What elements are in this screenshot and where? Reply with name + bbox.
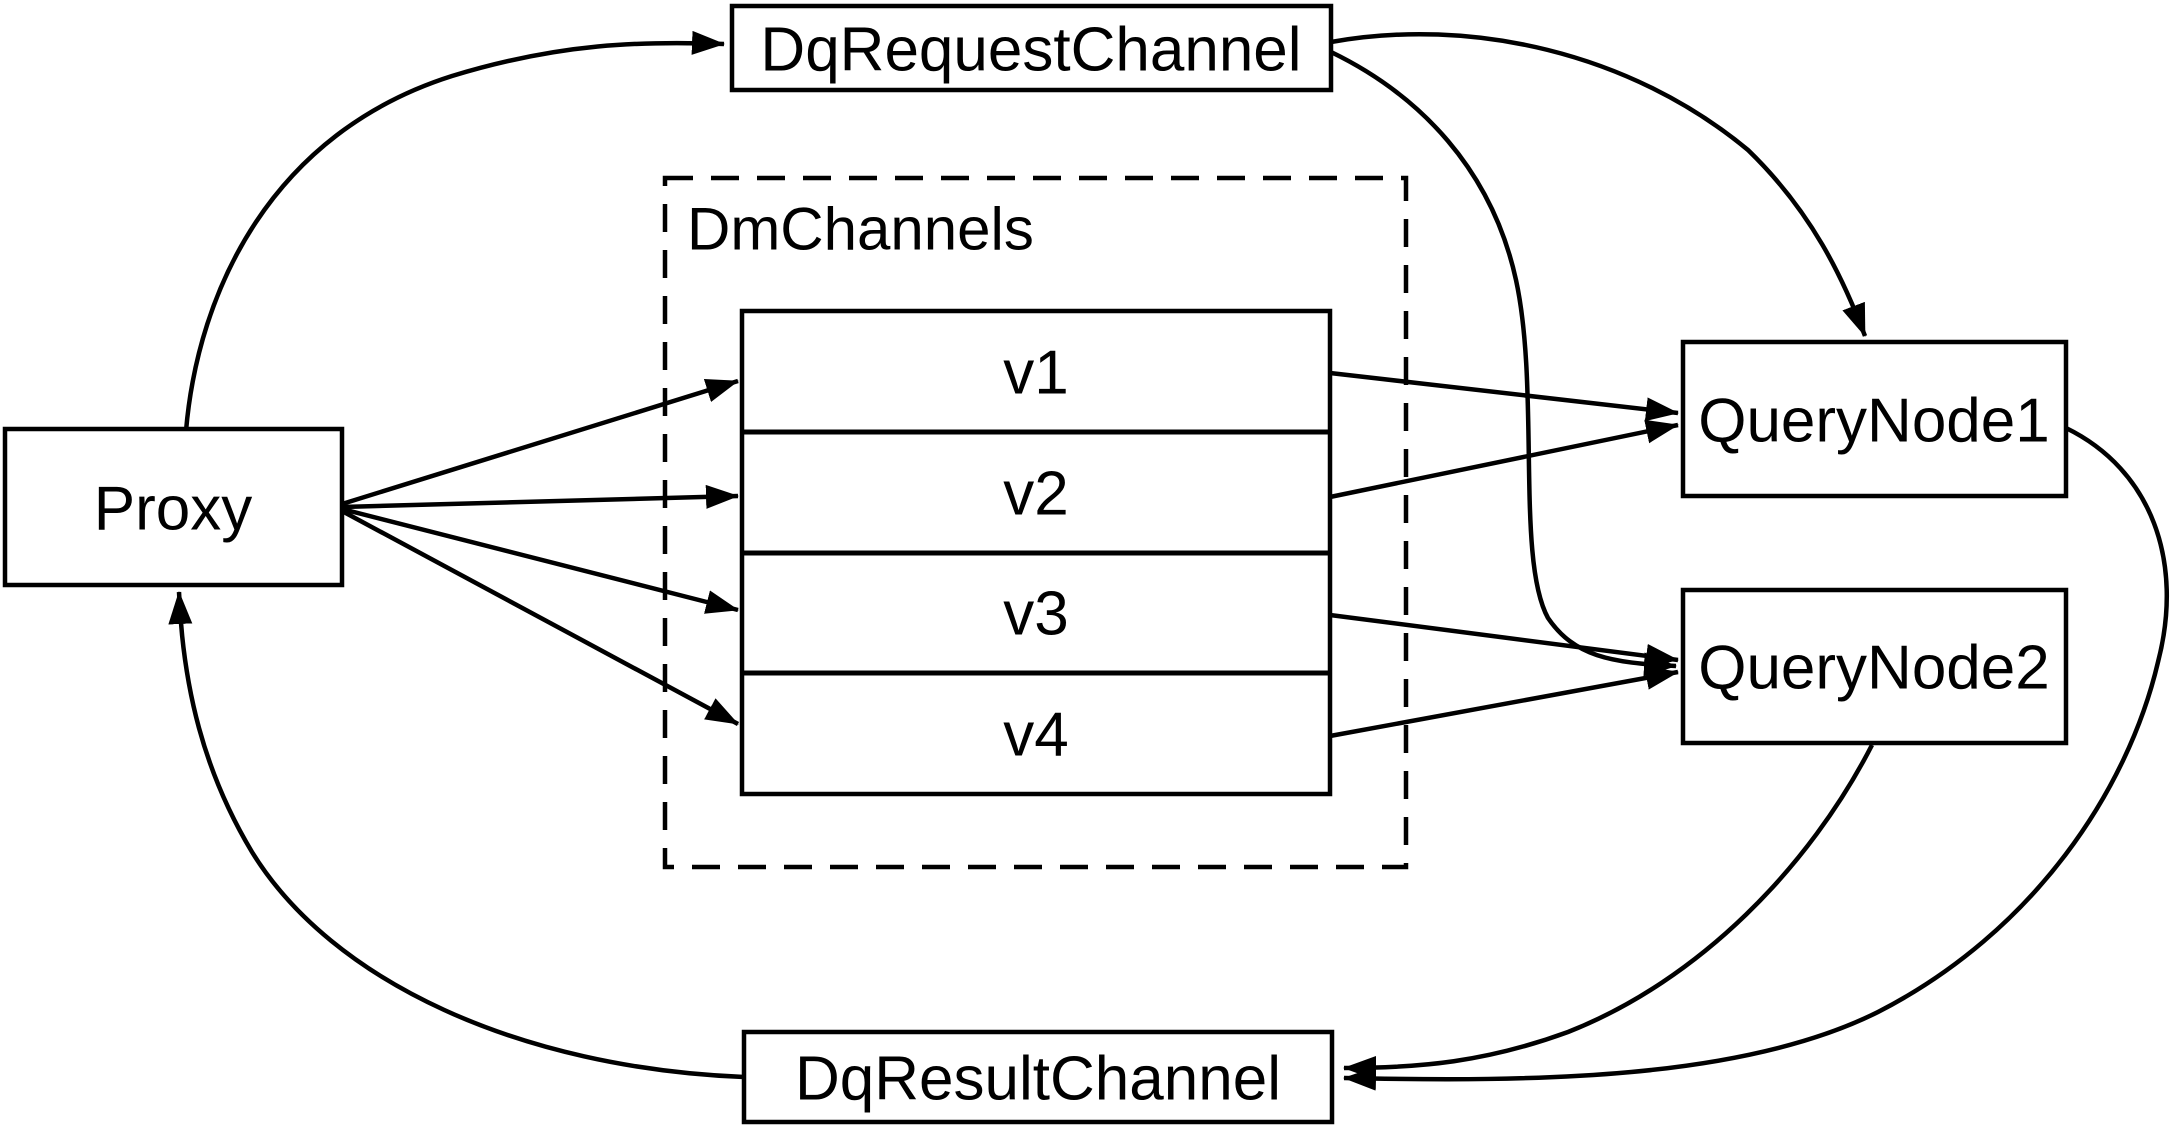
edge-querynode2-to-dqresultchannel — [1343, 743, 1875, 1080]
channel-v3-label: v3 — [1003, 580, 1068, 649]
edge-dqrequestchannel-to-querynode2 — [1330, 49, 1677, 677]
dqresultchannel-node: DqResultChannel — [741, 1029, 1335, 1125]
edge-proxy-to-v4 — [340, 509, 740, 726]
edge-querynode1-to-dqresultchannel — [1343, 425, 2170, 1091]
querynode2-node: QueryNode2 — [1680, 587, 2069, 746]
edge-dqresultchannel-to-proxy — [168, 591, 745, 1080]
dmchannels-group-box — [662, 175, 1409, 870]
channel-v4-label: v4 — [1003, 701, 1068, 770]
edge-proxy-to-v3 — [341, 506, 739, 614]
proxy-label: Proxy — [94, 475, 252, 544]
dmchannels-group: DmChannels — [662, 175, 1409, 870]
dqresultchannel-label: DqResultChannel — [795, 1045, 1281, 1114]
proxy-box — [2, 426, 345, 588]
edge-proxy-to-dqrequestchannel — [183, 30, 725, 432]
channel-stack: v1 v2 v3 v4 — [739, 308, 1333, 797]
edge-proxy-to-v1 — [341, 378, 739, 507]
querynode2-box — [1680, 587, 2069, 746]
edge-v4-to-querynode2 — [1329, 665, 1679, 739]
querynode1-node: QueryNode1 — [1680, 339, 2069, 499]
edge-v1-to-querynode1 — [1329, 370, 1679, 422]
channel-v1-label: v1 — [1003, 339, 1068, 408]
edge-v3-to-querynode2 — [1329, 612, 1679, 668]
dqrequestchannel-node: DqRequestChannel — [729, 3, 1334, 93]
dmchannels-group-label: DmChannels — [687, 196, 1034, 263]
querynode1-box — [1680, 339, 2069, 499]
dqresultchannel-box — [741, 1029, 1335, 1125]
proxy-node: Proxy — [2, 426, 345, 588]
edge-proxy-to-v2 — [341, 484, 739, 510]
edge-layer — [168, 30, 2170, 1091]
dqrequestchannel-box — [729, 3, 1334, 93]
querynode2-label: QueryNode2 — [1698, 634, 2050, 703]
edge-v2-to-querynode1 — [1329, 419, 1679, 500]
dqrequestchannel-label: DqRequestChannel — [760, 16, 1301, 85]
querynode1-label: QueryNode1 — [1698, 387, 2050, 456]
edge-dqrequestchannel-to-querynode1 — [1330, 32, 1868, 337]
channel-v2-label: v2 — [1003, 460, 1068, 529]
